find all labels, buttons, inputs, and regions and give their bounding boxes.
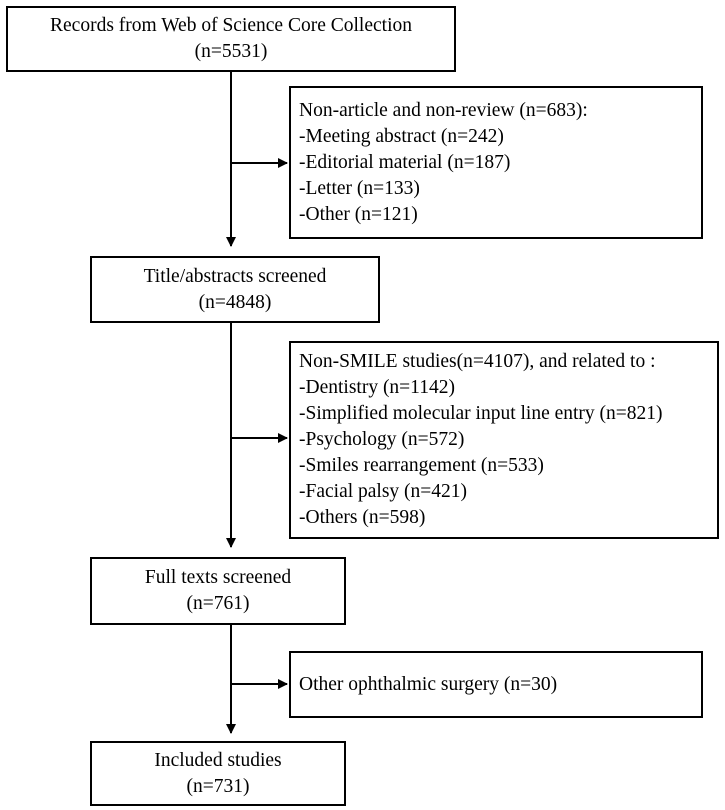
records-box: Records from Web of Science Core Collect…	[6, 6, 456, 72]
exclusion1-item: -Editorial material (n=187)	[299, 151, 511, 173]
included-box: Included studies (n=731)	[90, 741, 346, 806]
records-count: (n=5531)	[194, 41, 268, 62]
exclusion-box-non-article: Non-article and non-review (n=683): -Mee…	[289, 86, 703, 239]
exclusion1-item: -Other (n=121)	[299, 203, 418, 225]
screened-count: (n=4848)	[198, 291, 272, 313]
included-title: Included studies	[154, 749, 282, 771]
exclusion3-text: Other ophthalmic surgery (n=30)	[299, 673, 558, 695]
exclusion1-item: -Letter (n=133)	[299, 177, 420, 199]
exclusion2-item: -Simplified molecular input line entry (…	[299, 403, 663, 424]
exclusion-box-ophthalmic: Other ophthalmic surgery (n=30)	[289, 651, 703, 718]
exclusion-box-non-smile: Non-SMILE studies(n=4107), and related t…	[289, 341, 719, 539]
records-title: Records from Web of Science Core Collect…	[50, 15, 412, 36]
fulltext-count: (n=761)	[186, 593, 250, 614]
exclusion2-header: Non-SMILE studies(n=4107), and related t…	[299, 351, 656, 372]
exclusion2-item: -Others (n=598)	[299, 507, 426, 528]
exclusion1-item: -Meeting abstract (n=242)	[299, 125, 504, 147]
screened-box: Title/abstracts screened (n=4848)	[90, 256, 380, 323]
fulltext-title: Full texts screened	[144, 567, 292, 588]
fulltext-box: Full texts screened (n=761)	[90, 557, 346, 625]
exclusion2-item: -Psychology (n=572)	[299, 429, 465, 450]
included-count: (n=731)	[186, 775, 250, 797]
exclusion2-item: -Facial palsy (n=421)	[299, 481, 468, 502]
exclusion2-item: -Smiles rearrangement (n=533)	[299, 455, 544, 476]
screened-title: Title/abstracts screened	[143, 265, 327, 287]
exclusion2-item: -Dentistry (n=1142)	[299, 377, 455, 398]
exclusion1-header: Non-article and non-review (n=683):	[299, 99, 588, 121]
